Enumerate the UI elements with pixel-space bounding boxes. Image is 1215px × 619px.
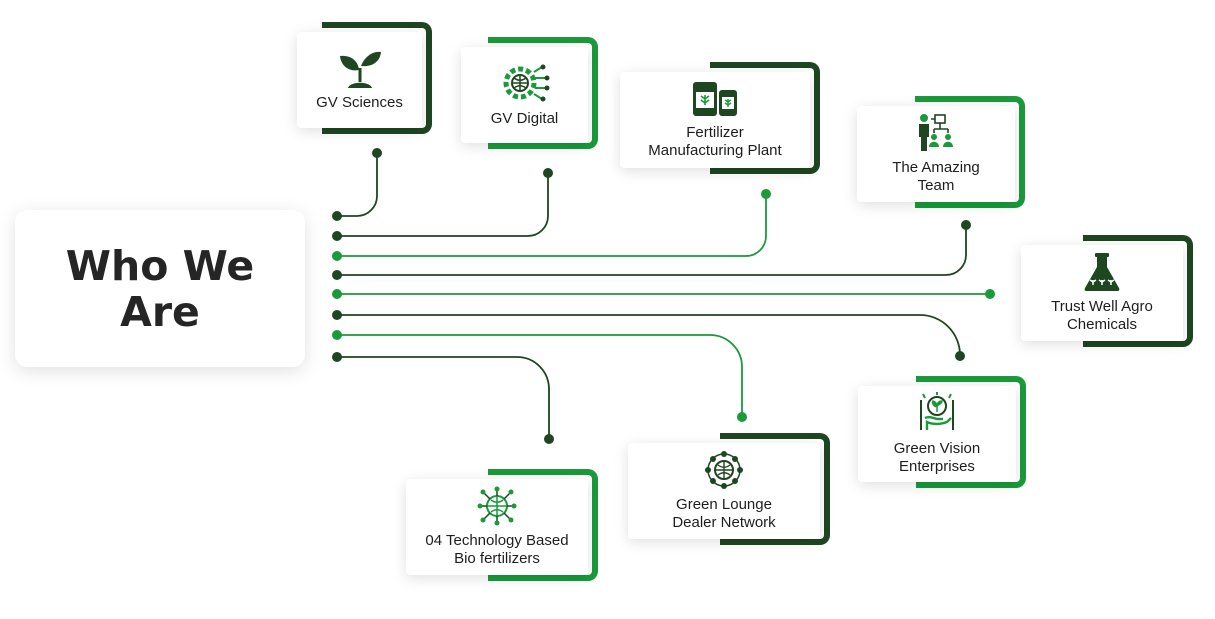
seedling-icon <box>339 51 381 88</box>
connector-dot <box>961 220 971 230</box>
connector-gv-digital <box>337 173 549 237</box>
digital-gear-globe-icon <box>503 64 549 102</box>
connector-dot <box>543 168 553 178</box>
connector-green-lounge <box>337 334 743 417</box>
connector-gv-sciences <box>337 153 378 217</box>
connector-dot <box>332 231 342 241</box>
connector-dot <box>332 352 342 362</box>
connector-bio-fertilizers <box>337 356 550 439</box>
network-globe-icon <box>705 451 743 489</box>
connector-dot <box>372 148 382 158</box>
card-accent <box>488 469 598 581</box>
card-bio-fertilizers[interactable]: 04 Technology Based Bio fertilizers <box>406 469 598 581</box>
card-label: GV Digital <box>490 110 559 127</box>
tech-globe-icon <box>477 486 517 526</box>
card-accent <box>322 22 432 134</box>
connector-dot <box>332 310 342 320</box>
card-accent <box>915 96 1025 208</box>
connector-team <box>337 225 967 276</box>
connector-dot <box>332 211 342 221</box>
flask-icon <box>1084 253 1120 291</box>
connector-dot <box>544 434 554 444</box>
fertilizer-bags-icon <box>693 82 737 116</box>
who-we-are-card: Who We Are <box>15 210 305 367</box>
card-label: Trust Well Agro Chemicals <box>1051 298 1153 333</box>
card-accent <box>1083 235 1193 347</box>
connector-dot <box>332 330 342 340</box>
page-title: Who We Are <box>65 241 255 336</box>
connector-dot <box>332 289 342 299</box>
card-amazing-team[interactable]: The Amazing Team <box>857 96 1025 208</box>
card-gv-digital[interactable]: GV Digital <box>461 37 598 149</box>
card-accent <box>916 376 1026 488</box>
connector-dot <box>332 251 342 261</box>
connector-green-vision <box>337 314 961 356</box>
card-label: Green Lounge Dealer Network <box>672 496 776 531</box>
card-label: GV Sciences <box>316 94 403 111</box>
card-green-lounge[interactable]: Green Lounge Dealer Network <box>628 433 830 545</box>
card-label: Fertilizer Manufacturing Plant <box>648 124 782 159</box>
hand-plant-bulb-icon <box>920 392 954 430</box>
card-fertilizer-plant[interactable]: Fertilizer Manufacturing Plant <box>620 62 820 174</box>
connector-dot <box>985 289 995 299</box>
connector-dot <box>955 351 965 361</box>
card-label: Green Vision Enterprises <box>893 440 981 475</box>
team-hierarchy-icon <box>919 114 953 151</box>
connector-dot <box>761 189 771 199</box>
card-trust-well[interactable]: Trust Well Agro Chemicals <box>1021 235 1193 347</box>
connector-dot <box>332 270 342 280</box>
connector-fertilizer <box>337 194 767 257</box>
card-accent <box>488 37 598 149</box>
card-accent <box>710 62 820 174</box>
card-label: The Amazing Team <box>892 159 980 194</box>
card-green-vision[interactable]: Green Vision Enterprises <box>858 376 1026 488</box>
card-label: 04 Technology Based Bio fertilizers <box>425 532 569 567</box>
card-accent <box>720 433 830 545</box>
connector-dot <box>737 412 747 422</box>
card-gv-sciences[interactable]: GV Sciences <box>297 22 432 134</box>
